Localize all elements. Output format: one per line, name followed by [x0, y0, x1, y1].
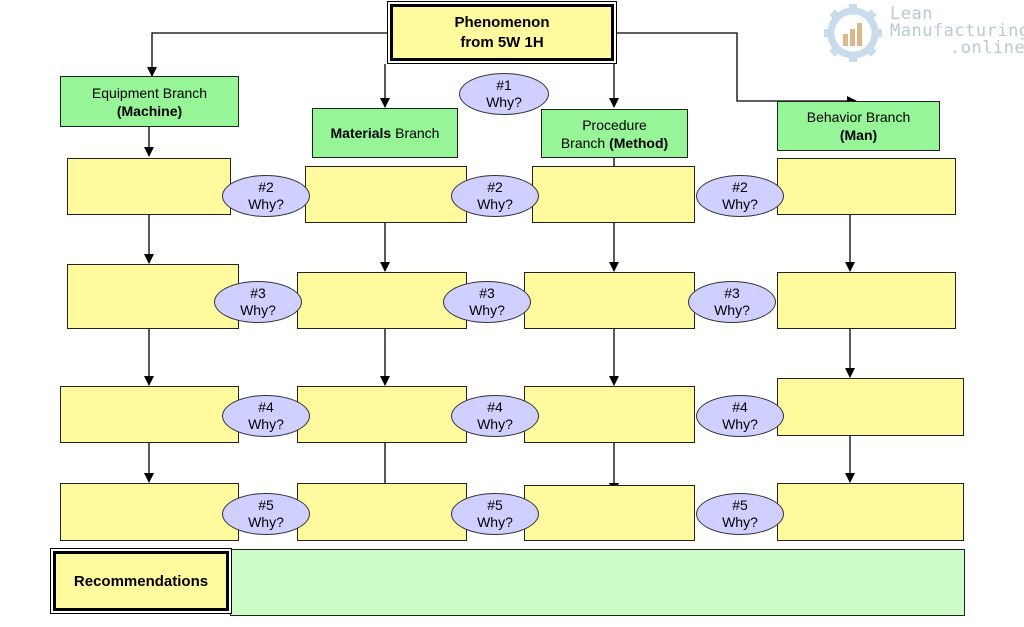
why-label: Why?	[248, 196, 284, 212]
answer-box-man-1[interactable]	[777, 158, 956, 215]
why-5-ellipse: #5 Why?	[222, 493, 310, 535]
logo-line-2: Manufacturing	[890, 21, 1024, 41]
equipment-branch: Equipment Branch (Machine)	[60, 76, 239, 127]
why-4-ellipse: #4 Why?	[451, 395, 539, 437]
phenomenon-box: Phenomenon from 5W 1H	[387, 1, 617, 64]
answer-box-materials-1[interactable]	[305, 166, 467, 223]
materials-branch: Materials Branch	[312, 108, 458, 158]
why-label: Why?	[477, 416, 513, 432]
why-number: #2	[732, 179, 748, 195]
why-5-ellipse: #5 Why?	[451, 493, 539, 535]
why-3-ellipse: #3 Why?	[688, 281, 776, 323]
materials-branch-label: Branch	[391, 125, 440, 141]
why-label: Why?	[714, 302, 750, 318]
behavior-branch: Behavior Branch (Man)	[777, 101, 940, 151]
why-5-ellipse: #5 Why?	[696, 493, 784, 535]
answer-box-materials-3[interactable]	[297, 386, 467, 443]
phenomenon-subtitle: from 5W 1H	[460, 33, 544, 51]
why-number: #3	[479, 285, 495, 301]
answer-box-man-4[interactable]	[777, 483, 964, 541]
lean-manufacturing-logo: Lean Manufacturing .online	[820, 2, 1024, 66]
recommendations-area[interactable]	[230, 549, 965, 616]
procedure-branch-sub: (Method)	[609, 134, 669, 151]
answer-box-machine-1[interactable]	[67, 158, 231, 215]
answer-box-machine-3[interactable]	[60, 386, 239, 443]
recommendations-label: Recommendations	[73, 572, 209, 590]
procedure-branch-label: Procedure	[582, 116, 647, 133]
answer-box-machine-2[interactable]	[67, 264, 239, 329]
equipment-branch-label: Equipment Branch	[91, 84, 208, 101]
answer-box-man-3[interactable]	[777, 378, 964, 436]
answer-box-method-2[interactable]	[524, 272, 695, 329]
why-3-ellipse: #3 Why?	[443, 281, 531, 323]
why-label: Why?	[722, 196, 758, 212]
why-2-ellipse: #2 Why?	[451, 175, 539, 217]
recommendations-box: Recommendations	[50, 548, 232, 614]
why-number: #5	[487, 497, 503, 513]
answer-box-method-3[interactable]	[524, 386, 695, 443]
why-number: #5	[732, 497, 748, 513]
why-label: Why?	[248, 514, 284, 530]
why-label: Why?	[486, 94, 522, 110]
why-4-ellipse: #4 Why?	[222, 395, 310, 437]
why-number: #4	[732, 399, 748, 415]
why-label: Why?	[722, 416, 758, 432]
why-number: #3	[250, 285, 266, 301]
why-number: #1	[496, 77, 512, 93]
why-number: #2	[258, 179, 274, 195]
procedure-branch: Procedure Branch (Method)	[541, 109, 688, 158]
why-4-ellipse: #4 Why?	[696, 395, 784, 437]
behavior-branch-sub: (Man)	[839, 127, 878, 143]
logo-line-1: Lean	[890, 4, 933, 24]
why-number: #4	[487, 399, 503, 415]
answer-box-method-4[interactable]	[524, 485, 695, 541]
answer-box-materials-4[interactable]	[297, 483, 467, 541]
materials-branch-bold: Materials	[330, 125, 392, 141]
why-2-ellipse: #2 Why?	[696, 175, 784, 217]
answer-box-materials-2[interactable]	[297, 272, 467, 329]
why-number: #3	[724, 285, 740, 301]
why-label: Why?	[469, 302, 505, 318]
why-number: #5	[258, 497, 274, 513]
why-label: Why?	[477, 196, 513, 212]
answer-box-method-1[interactable]	[532, 166, 695, 223]
phenomenon-title: Phenomenon	[454, 13, 550, 31]
why-1-ellipse: #1 Why?	[459, 73, 549, 115]
logo-line-3: .online	[950, 38, 1024, 58]
why-number: #4	[258, 399, 274, 415]
equipment-branch-sub: (Machine)	[116, 102, 183, 119]
why-label: Why?	[477, 514, 513, 530]
answer-box-machine-4[interactable]	[60, 483, 239, 541]
why-number: #2	[487, 179, 503, 195]
behavior-branch-label: Behavior Branch	[806, 109, 911, 125]
why-label: Why?	[240, 302, 276, 318]
answer-box-man-2[interactable]	[777, 272, 956, 329]
arrow-to-equipment	[147, 32, 387, 77]
why-label: Why?	[248, 416, 284, 432]
why-2-ellipse: #2 Why?	[222, 175, 310, 217]
procedure-branch-label-2: Branch	[560, 134, 610, 151]
why-label: Why?	[722, 514, 758, 530]
gear-bar-chart-icon	[824, 4, 882, 62]
why-3-ellipse: #3 Why?	[214, 281, 302, 323]
logo-text: Lean Manufacturing .online	[890, 6, 1024, 57]
